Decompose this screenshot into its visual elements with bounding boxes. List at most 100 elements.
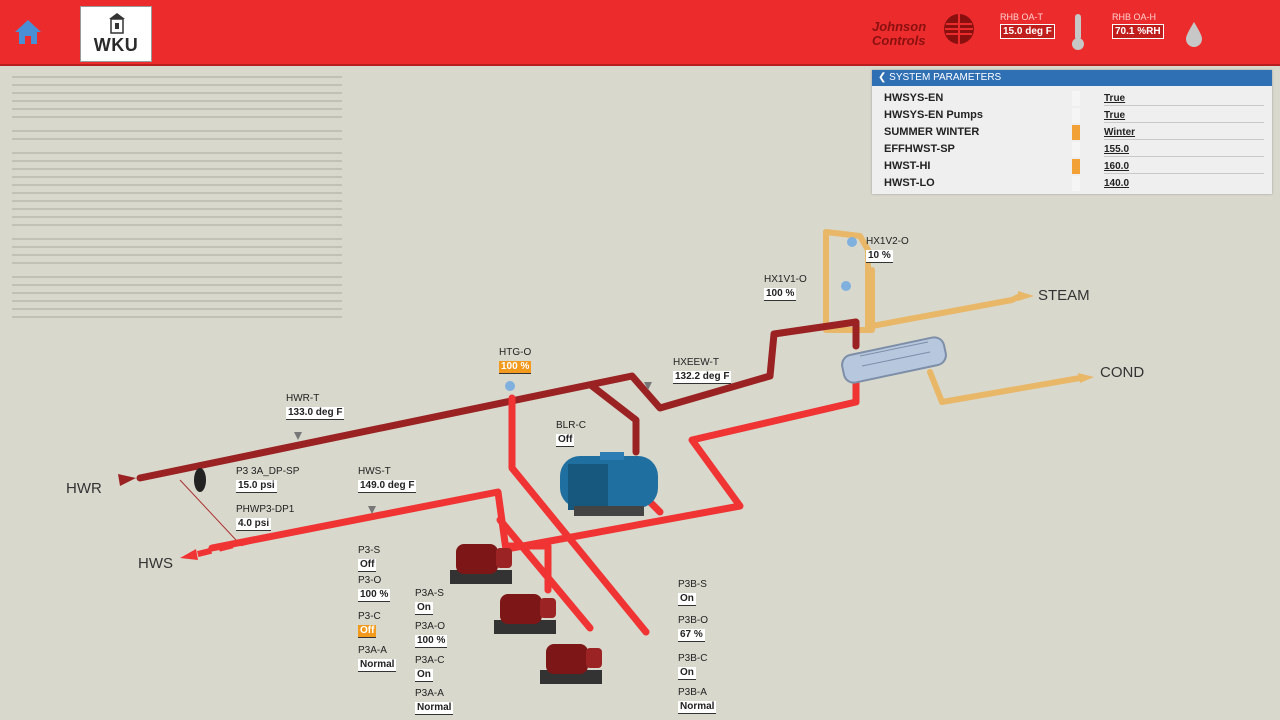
point-label: P3A-A bbox=[415, 688, 444, 699]
outdoor-temp-value[interactable]: 15.0 deg F bbox=[1000, 24, 1055, 39]
home-icon[interactable] bbox=[12, 16, 44, 48]
point-value[interactable]: 100 % bbox=[764, 288, 797, 301]
point-value[interactable]: 132.2 deg F bbox=[673, 371, 732, 384]
hx1v1-tag: HX1V1-O 100 % bbox=[764, 274, 807, 301]
description-paragraph bbox=[12, 274, 342, 322]
point-value[interactable]: On bbox=[678, 667, 696, 680]
parameter-marker bbox=[1072, 142, 1080, 157]
thermometer-icon bbox=[1072, 14, 1084, 50]
outdoor-humidity: RHB OA-H 70.1 %RH bbox=[1112, 12, 1164, 39]
outdoor-temp-label: RHB OA-T bbox=[1000, 12, 1044, 22]
hx-temp-tag: HXEEW-T 132.2 deg F bbox=[673, 357, 732, 384]
point-value[interactable]: 4.0 psi bbox=[236, 518, 272, 531]
dp-setpoint-tag: P3 3A_DP-SP 15.0 psi bbox=[236, 466, 299, 493]
parameter-value[interactable]: 140.0 bbox=[1104, 178, 1130, 189]
parameter-name: SUMMER WINTER bbox=[884, 126, 980, 138]
cond-label: COND bbox=[1100, 364, 1145, 381]
outdoor-humidity-value[interactable]: 70.1 %RH bbox=[1112, 24, 1164, 39]
parameter-marker bbox=[1072, 176, 1080, 191]
steam-piping bbox=[823, 229, 1083, 405]
p3-output-tag: P3-O 100 % bbox=[358, 575, 391, 602]
johnson-controls-logo: Johnson Controls bbox=[872, 14, 982, 54]
point-label: HWR-T bbox=[286, 393, 320, 404]
description-text bbox=[12, 74, 342, 328]
boiler-command-tag: BLR-C Off bbox=[556, 420, 586, 447]
point-value[interactable]: Off bbox=[358, 559, 377, 572]
point-value[interactable]: 10 % bbox=[866, 250, 893, 263]
divider bbox=[1104, 156, 1264, 157]
dp-reading-tag: PHWP3-DP1 4.0 psi bbox=[236, 504, 294, 531]
point-label: P3B-A bbox=[678, 687, 707, 698]
system-parameters-header[interactable]: ❮ SYSTEM PARAMETERS bbox=[872, 70, 1272, 86]
parameter-name: HWSYS-EN Pumps bbox=[884, 109, 984, 121]
hwr-temp-tag: HWR-T 133.0 deg F bbox=[286, 393, 345, 420]
steam-label: STEAM bbox=[1038, 287, 1090, 304]
hwr-label: HWR bbox=[66, 480, 102, 497]
parameter-marker bbox=[1072, 125, 1080, 140]
point-label: P3A-C bbox=[415, 655, 445, 666]
point-label: P3-S bbox=[358, 545, 381, 556]
point-label: P3B-C bbox=[678, 653, 708, 664]
point-value[interactable]: 100 % bbox=[499, 361, 532, 374]
parameter-value[interactable]: True bbox=[1104, 93, 1126, 104]
parameter-marker bbox=[1072, 91, 1080, 106]
parameter-name: HWSYS-EN bbox=[884, 92, 944, 104]
point-value[interactable]: 100 % bbox=[358, 589, 391, 602]
hx1v1-valve-icon bbox=[841, 281, 851, 291]
point-label: BLR-C bbox=[556, 420, 587, 431]
parameter-row: HWSYS-EN True bbox=[872, 90, 1272, 107]
pump-p3a bbox=[494, 594, 556, 634]
point-label: P3-O bbox=[358, 575, 382, 586]
point-value[interactable]: Off bbox=[358, 625, 377, 638]
description-paragraph bbox=[12, 74, 342, 122]
point-value[interactable]: 67 % bbox=[678, 629, 705, 642]
pump-p3b bbox=[540, 644, 602, 684]
point-label: P3 3A_DP-SP bbox=[236, 466, 300, 477]
jc-globe-icon bbox=[944, 14, 974, 44]
parameter-value[interactable]: 155.0 bbox=[1104, 144, 1130, 155]
point-value[interactable]: Normal bbox=[415, 702, 454, 715]
point-value[interactable]: 149.0 deg F bbox=[358, 480, 417, 493]
p3-status-tag: P3-S Off bbox=[358, 545, 380, 572]
return-piping bbox=[136, 318, 860, 482]
hws-temp-sensor-icon bbox=[368, 506, 376, 514]
divider bbox=[1104, 105, 1264, 106]
point-value[interactable]: 15.0 psi bbox=[236, 480, 277, 493]
company-name: Johnson Controls bbox=[872, 19, 927, 48]
water-drop-icon bbox=[1186, 22, 1202, 47]
chevron-left-icon[interactable]: ❮ bbox=[878, 72, 887, 83]
steam-arrow-icon bbox=[1018, 291, 1034, 301]
hx-temp-sensor-icon bbox=[644, 382, 652, 390]
point-label: PHWP3-DP1 bbox=[236, 504, 295, 515]
dp-sensor-line bbox=[179, 479, 237, 541]
description-paragraph bbox=[12, 128, 342, 144]
point-value[interactable]: Normal bbox=[358, 659, 397, 672]
hws-arrow-icon bbox=[180, 549, 198, 560]
heat-exchanger bbox=[841, 336, 947, 384]
point-value[interactable]: On bbox=[415, 602, 433, 615]
p3a-status-tag: P3A-S On bbox=[415, 588, 444, 615]
hx1v2-valve-icon bbox=[847, 237, 857, 247]
point-value[interactable]: 100 % bbox=[415, 635, 448, 648]
p3b-alarm-tag: P3B-A Normal bbox=[678, 687, 717, 714]
top-bar: WKU Johnson Controls RHB OA-T 15.0 deg F… bbox=[0, 0, 1280, 66]
hws-temp-tag: HWS-T 149.0 deg F bbox=[358, 466, 417, 493]
p3-command-tag: P3-C Off bbox=[358, 611, 381, 638]
htg-output-tag: HTG-O 100 % bbox=[499, 347, 532, 374]
point-value[interactable]: On bbox=[415, 669, 433, 682]
parameter-value[interactable]: Winter bbox=[1104, 127, 1136, 138]
outdoor-temp: RHB OA-T 15.0 deg F bbox=[1000, 12, 1055, 39]
point-value[interactable]: Off bbox=[556, 434, 575, 447]
pump-p3 bbox=[450, 544, 512, 584]
point-value[interactable]: On bbox=[678, 593, 696, 606]
parameter-marker bbox=[1072, 108, 1080, 123]
parameter-value[interactable]: True bbox=[1104, 110, 1126, 121]
point-value[interactable]: 133.0 deg F bbox=[286, 407, 345, 420]
parameter-row: HWST-LO 140.0 bbox=[872, 175, 1272, 192]
point-value[interactable]: Normal bbox=[678, 701, 717, 714]
parameter-value[interactable]: 160.0 bbox=[1104, 161, 1130, 172]
divider bbox=[1104, 173, 1264, 174]
point-label: P3B-S bbox=[678, 579, 707, 590]
system-parameters-title: SYSTEM PARAMETERS bbox=[889, 72, 1002, 83]
htg-valve-icon bbox=[505, 381, 515, 391]
